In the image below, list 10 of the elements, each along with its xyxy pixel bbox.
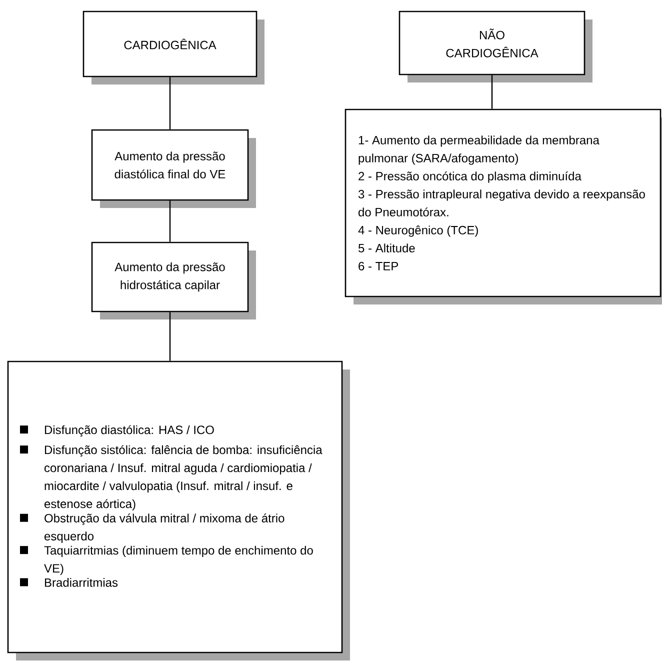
connector-line (169, 77, 171, 130)
connector-line (169, 200, 171, 242)
connector-line (491, 75, 493, 109)
connector-line (169, 312, 171, 361)
list-box: Disfunção diastólica: HAS / ICO Disfunção sistólica: falência de bomba: insuficiência coronariana / Insuf. mitral aguda / cardiomiopatia / miocardite / valvulopatia (Insuf. mitral / insuf. e estenose aórtica) Obstrução da válvula mitral / mixoma de átrio esquerdo Taquiarritmias (diminuem tempo de enchimento do VE) Bradiarritmias (7, 360, 350, 660)
step-box: Aumento da pressão diastólica final do VE (91, 129, 256, 208)
step-box: Aumento da pressão hidrostática capilar (91, 242, 256, 320)
category-box: NÃO CARDIOGÊNICA (398, 10, 592, 82)
category-box: CARDIOGÊNICA (82, 10, 264, 84)
list-box: 1- Aumento da permeabilidade da membrana pulmonar (SARA/afogamento) 2 - Pressão oncótica do plasma diminuída 3 - Pressão intrapleural negativa devido a reexpansão do Pneumotórax. 4 - Neurogênico (TCE) 5 - Altitude 6 - TEP (344, 108, 662, 304)
